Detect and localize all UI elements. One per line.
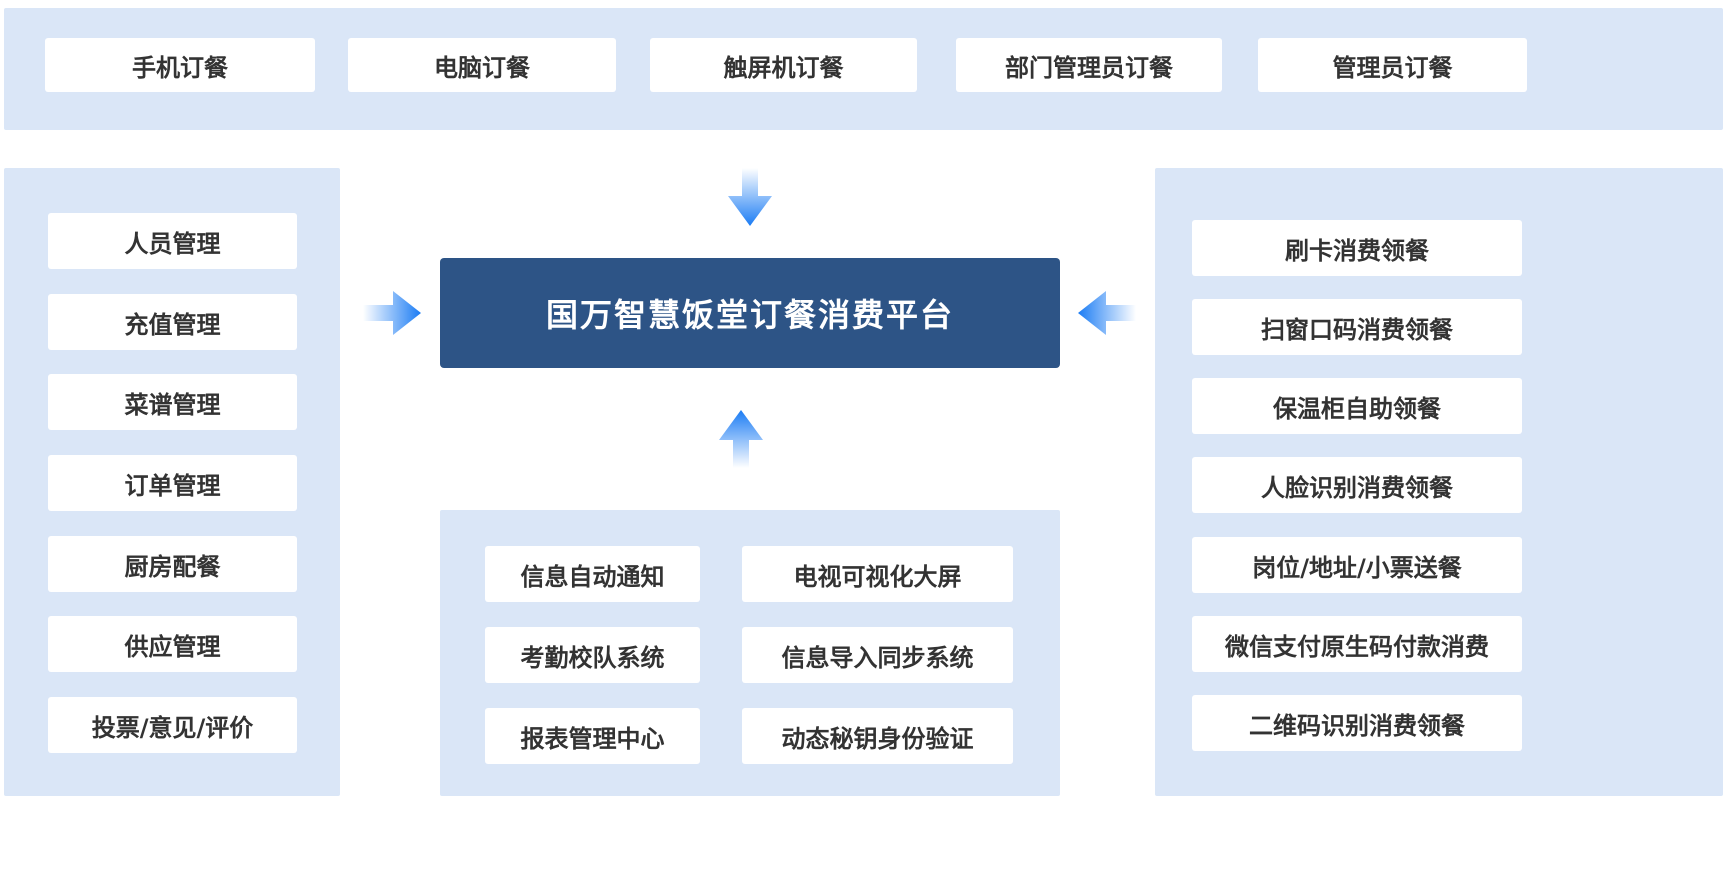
- support-system-box: 信息自动通知: [485, 546, 700, 602]
- support-system-box: 信息导入同步系统: [742, 627, 1013, 683]
- order-channel-box: 部门管理员订餐: [956, 38, 1222, 92]
- support-system-box: 报表管理中心: [485, 708, 700, 764]
- arrow-right-icon: [363, 291, 421, 335]
- management-module-box: 订单管理: [48, 455, 297, 511]
- order-channel-box: 触屏机订餐: [650, 38, 917, 92]
- support-system-box: 考勤校队系统: [485, 627, 700, 683]
- consume-method-box: 岗位/地址/小票送餐: [1192, 537, 1522, 593]
- order-channel-box: 电脑订餐: [348, 38, 616, 92]
- consume-method-box: 扫窗口码消费领餐: [1192, 299, 1522, 355]
- order-channel-box: 管理员订餐: [1258, 38, 1527, 92]
- management-module-box: 人员管理: [48, 213, 297, 269]
- arrow-up-icon: [719, 410, 763, 468]
- consume-method-box: 人脸识别消费领餐: [1192, 457, 1522, 513]
- consume-method-box: 微信支付原生码付款消费: [1192, 616, 1522, 672]
- platform-title: 国万智慧饭堂订餐消费平台: [545, 296, 954, 334]
- consume-method-box: 刷卡消费领餐: [1192, 220, 1522, 276]
- support-system-box: 动态秘钥身份验证: [742, 708, 1013, 764]
- management-module-box: 厨房配餐: [48, 536, 297, 592]
- arrow-left-icon: [1078, 291, 1136, 335]
- management-module-box: 充值管理: [48, 294, 297, 350]
- platform-box: 国万智慧饭堂订餐消费平台: [440, 258, 1060, 368]
- arrow-down-icon: [728, 168, 772, 226]
- consume-method-box: 保温柜自助领餐: [1192, 378, 1522, 434]
- management-module-box: 供应管理: [48, 616, 297, 672]
- order-channel-box: 手机订餐: [45, 38, 315, 92]
- management-module-box: 菜谱管理: [48, 374, 297, 430]
- management-module-box: 投票/意见/评价: [48, 697, 297, 753]
- consume-method-box: 二维码识别消费领餐: [1192, 695, 1522, 751]
- support-system-box: 电视可视化大屏: [742, 546, 1013, 602]
